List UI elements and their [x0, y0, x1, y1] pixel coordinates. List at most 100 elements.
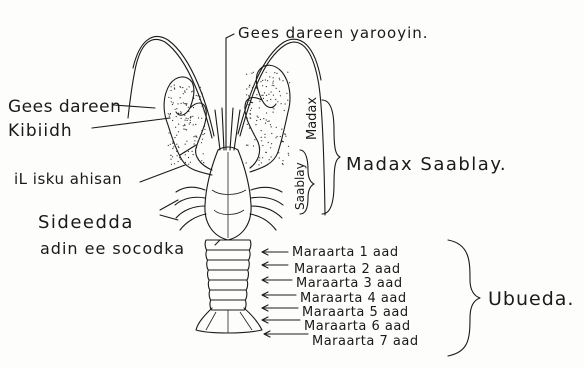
stipple-dot [199, 96, 200, 97]
stipple-dot [270, 147, 271, 148]
stipple-dot [183, 93, 184, 94]
stipple-dot [182, 160, 183, 161]
stipple-dot [196, 95, 197, 96]
tail-fan [196, 308, 262, 333]
stipple-dot [246, 100, 247, 101]
stipple-dot [188, 111, 189, 112]
stipple-dot [249, 100, 250, 101]
stipple-dot [204, 133, 205, 134]
stipple-dot [273, 108, 274, 109]
stipple-dot [201, 118, 202, 119]
stipple-dot [183, 102, 184, 103]
stipple-dot [245, 113, 246, 114]
stipple-dot [246, 162, 247, 163]
stipple-dot [202, 93, 203, 94]
abdomen-segment [206, 250, 250, 260]
stipple-dot [285, 136, 286, 137]
stipple-dot [177, 103, 178, 104]
stipple-dot [188, 164, 189, 165]
stipple-dot [287, 100, 288, 101]
stipple-dot [192, 151, 193, 152]
label-ubueda: Ubueda. [488, 288, 574, 310]
stipple-dot [199, 99, 200, 100]
stipple-dot [273, 106, 274, 107]
stipple-dot [188, 118, 189, 119]
stipple-dot [181, 118, 182, 119]
stipple-dot [261, 130, 262, 131]
stipple-dot [273, 77, 274, 78]
stipple-dot [246, 88, 247, 89]
stipple-dot [249, 128, 250, 129]
stipple-dot [282, 80, 283, 81]
stipple-dot [177, 155, 178, 156]
stipple-dot [176, 108, 177, 109]
stipple-dot [285, 121, 286, 122]
stipple-dot [185, 154, 186, 155]
stipple-dot [172, 104, 173, 105]
stipple-dot [249, 104, 250, 105]
stipple-dot [275, 99, 276, 100]
antennules [215, 108, 240, 150]
stipple-dot [262, 145, 263, 146]
label-madax-saablay: Madax Saablay. [346, 154, 507, 175]
stipple-dot [266, 119, 267, 120]
stipple-dot [203, 162, 204, 163]
stipple-dot [171, 98, 172, 99]
stipple-dot [192, 91, 193, 92]
stipple-dot [278, 152, 279, 153]
stipple-dot [276, 127, 277, 128]
stipple-dot [195, 136, 196, 137]
stipple-dot [285, 103, 286, 104]
stipple-dot [273, 112, 274, 113]
stipple-dot [189, 123, 190, 124]
stipple-dot [175, 109, 176, 110]
stipple-dot [261, 140, 262, 141]
stipple-dot [263, 95, 264, 96]
stipple-dot [172, 156, 173, 157]
stipple-dot [257, 116, 258, 117]
stipple-dot [173, 142, 174, 143]
stipple-dot [190, 120, 191, 121]
stipple-dot [185, 103, 186, 104]
stipple-dot [251, 102, 252, 103]
stipple-dot [200, 162, 201, 163]
stipple-dot [168, 145, 169, 146]
stipple-dot [174, 85, 175, 86]
stipple-dot [286, 93, 287, 94]
stipple-dot [180, 159, 181, 160]
stipple-dot [272, 83, 273, 84]
stipple-dot [191, 91, 192, 92]
segment-label-6: Maraarta 6 aad [304, 319, 411, 334]
label-kibiidh: Kibiidh [8, 121, 73, 141]
stipple-dot [204, 126, 205, 127]
stipple-dot [262, 157, 263, 158]
stipple-dot [271, 133, 272, 134]
label-il-isku-ahisan: iL isku ahisan [14, 170, 122, 188]
stipple-dot [288, 146, 289, 147]
stipple-dot [277, 136, 278, 137]
stipple-dot [267, 100, 268, 101]
stipple-dot [201, 142, 202, 143]
stipple-dot [181, 112, 182, 113]
stipple-dot [169, 114, 170, 115]
stipple-dot [276, 88, 277, 89]
stipple-dot [268, 142, 269, 143]
stipple-dot [185, 92, 186, 93]
stipple-dot [271, 143, 272, 144]
stipple-dot [198, 117, 199, 118]
segment-label-1: Maraarta 1 aad [292, 245, 399, 260]
label-gees-dareen-yarooyin: Gees dareen yarooyin. [238, 24, 429, 42]
segment-label-3: Maraarta 3 aad [296, 276, 403, 291]
abdomen-segment [205, 240, 251, 250]
abdomen-segment [208, 280, 247, 290]
stipple-dot [279, 79, 280, 80]
stipple-dot [248, 95, 249, 96]
stipple-dot [266, 112, 267, 113]
stipple-dot [250, 126, 251, 127]
stipple-dot [247, 118, 248, 119]
stipple-dot [277, 101, 278, 102]
stipple-dot [184, 124, 185, 125]
stipple-dot [188, 151, 189, 152]
stipple-dot [279, 91, 280, 92]
stipple-dot [180, 113, 181, 114]
